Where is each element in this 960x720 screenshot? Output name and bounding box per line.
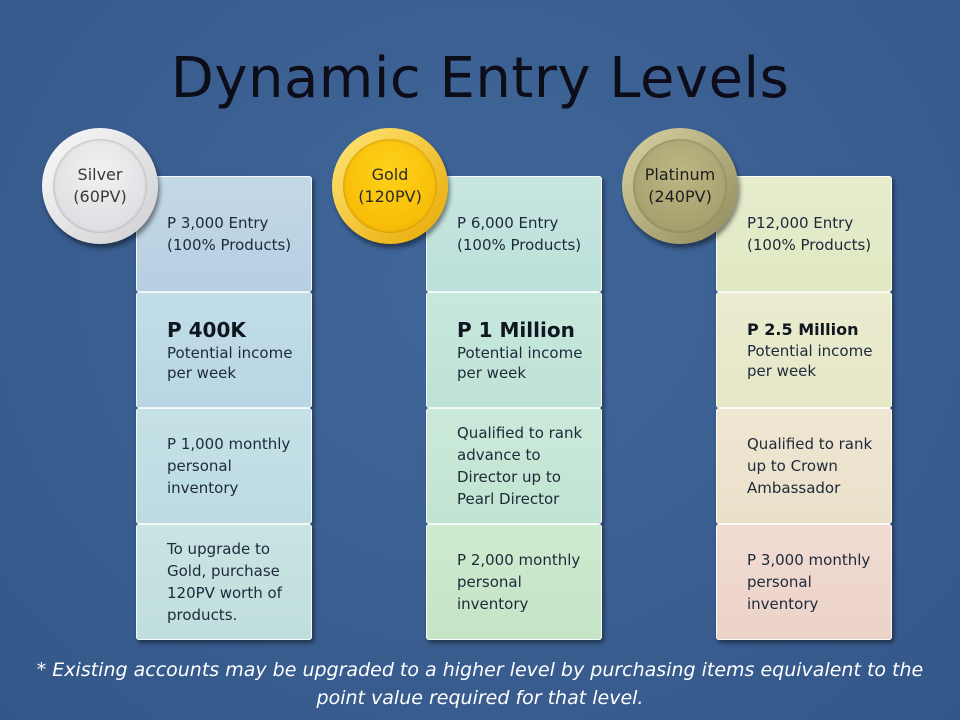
entry-price: P12,000 Entry	[747, 214, 854, 232]
entry-price: P 6,000 Entry	[457, 214, 559, 232]
level-column-platinum: Platinum (240PV) P12,000 Entry (100% Pro…	[622, 128, 894, 642]
card-text: P 2,000 monthly personal inventory	[457, 551, 581, 613]
silver-badge: Silver (60PV)	[42, 128, 158, 244]
income-note: Potential income per week	[747, 342, 873, 380]
entry-note: (100% Products)	[167, 236, 292, 254]
gold-badge: Gold (120PV)	[332, 128, 448, 244]
footnote: * Existing accounts may be upgraded to a…	[36, 659, 924, 709]
entry-price: P 3,000 Entry	[167, 214, 269, 232]
inventory-card: P 1,000 monthly personal inventory	[136, 408, 312, 524]
card-text: To upgrade to Gold, purchase 120PV worth…	[167, 540, 282, 624]
income-card: P 1 Million Potential income per week	[426, 292, 602, 408]
income-amount: P 1 Million	[457, 318, 575, 342]
income-note: Potential income per week	[457, 344, 583, 382]
badge-pv: (240PV)	[648, 187, 712, 206]
entry-card: P 6,000 Entry (100% Products)	[426, 176, 602, 292]
inventory-card: P 3,000 monthly personal inventory	[716, 524, 892, 640]
upgrade-card: To upgrade to Gold, purchase 120PV worth…	[136, 524, 312, 640]
badge-name: Silver	[77, 165, 123, 184]
platinum-badge: Platinum (240PV)	[622, 128, 738, 244]
badge-name: Gold	[371, 165, 409, 184]
inventory-card: P 2,000 monthly personal inventory	[426, 524, 602, 640]
badge-name: Platinum	[644, 165, 716, 184]
income-amount: P 2.5 Million	[747, 320, 859, 339]
entry-note: (100% Products)	[457, 236, 582, 254]
card-text: P 3,000 monthly personal inventory	[747, 551, 871, 613]
level-column-silver: Silver (60PV) P 3,000 Entry (100% Produc…	[42, 128, 314, 642]
card-text: Qualified to rank up to Crown Ambassador	[747, 435, 873, 497]
income-card: P 2.5 Million Potential income per week	[716, 292, 892, 408]
income-card: P 400K Potential income per week	[136, 292, 312, 408]
entry-card: P 3,000 Entry (100% Products)	[136, 176, 312, 292]
income-amount: P 400K	[167, 318, 246, 342]
badge-pv: (60PV)	[73, 187, 127, 206]
rank-card: Qualified to rank advance to Director up…	[426, 408, 602, 524]
entry-note: (100% Products)	[747, 236, 872, 254]
income-note: Potential income per week	[167, 344, 293, 382]
entry-card: P12,000 Entry (100% Products)	[716, 176, 892, 292]
card-text: Qualified to rank advance to Director up…	[457, 424, 583, 508]
card-text: P 1,000 monthly personal inventory	[167, 435, 291, 497]
page-title: Dynamic Entry Levels	[170, 46, 790, 111]
rank-card: Qualified to rank up to Crown Ambassador	[716, 408, 892, 524]
level-column-gold: Gold (120PV) P 6,000 Entry (100% Product…	[332, 128, 604, 642]
badge-pv: (120PV)	[358, 187, 422, 206]
